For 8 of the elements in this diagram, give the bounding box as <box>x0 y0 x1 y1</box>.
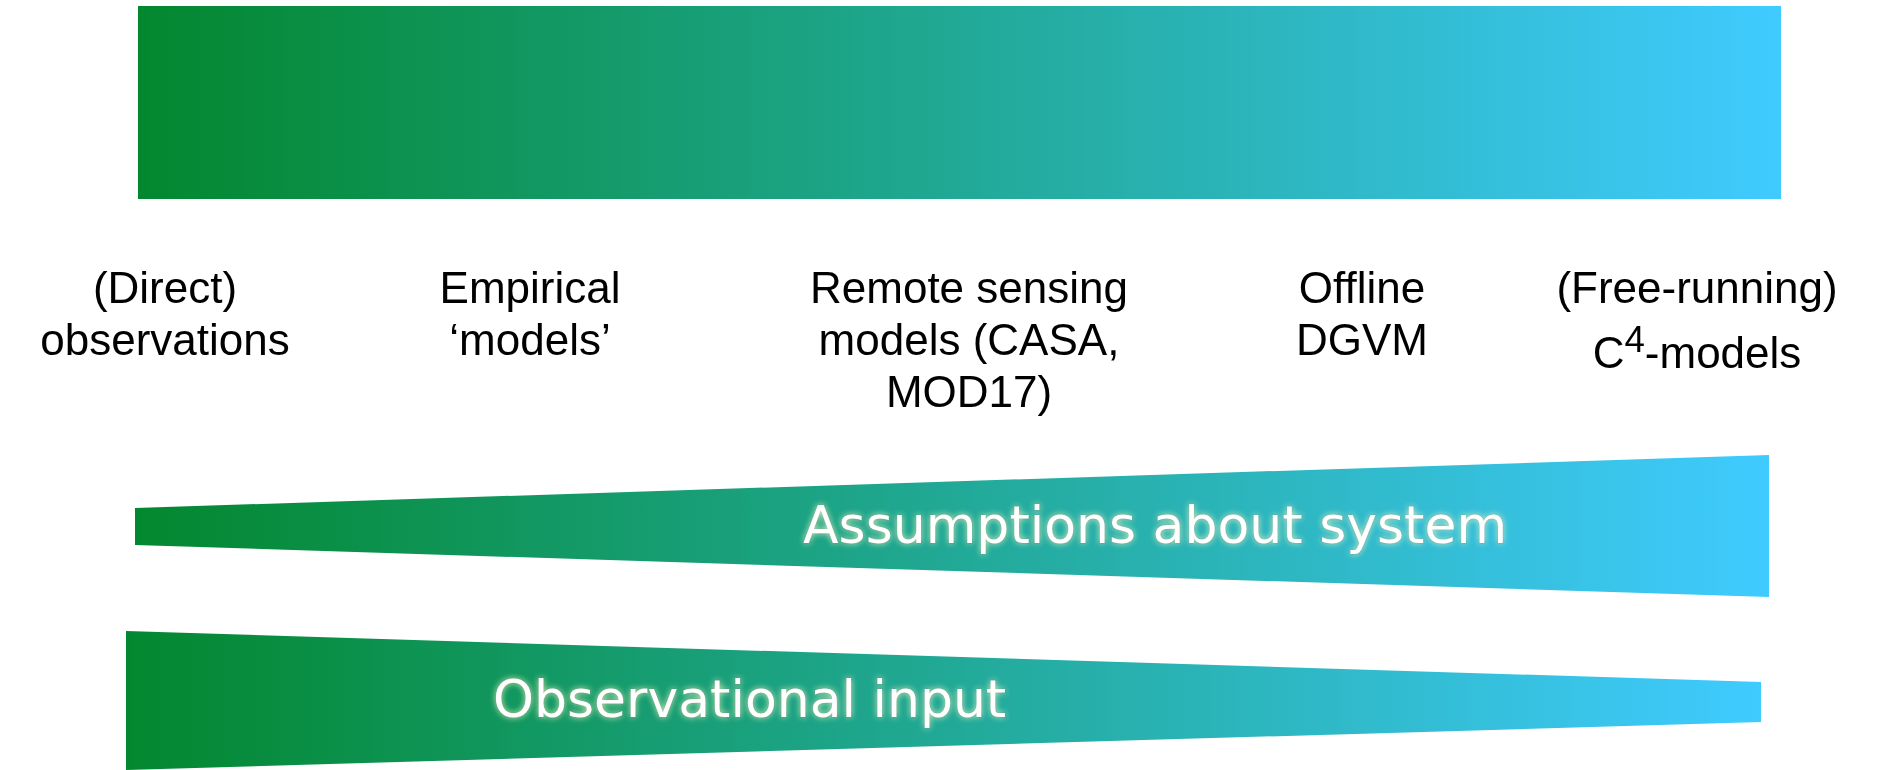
category-label: Offline DGVM <box>1295 262 1429 366</box>
category-label: Empirical ‘models’ <box>438 262 622 366</box>
category-label: (Direct) observations <box>39 262 291 366</box>
gradient-bar <box>138 6 1781 199</box>
category-label: (Free-running) C$^{4}$-models <box>1555 262 1839 379</box>
category-label: Remote sensing models (CASA, MOD17) <box>809 262 1129 418</box>
wedge-label: Observational input <box>493 669 1007 729</box>
wedge-label: Assumptions about system <box>803 495 1508 555</box>
